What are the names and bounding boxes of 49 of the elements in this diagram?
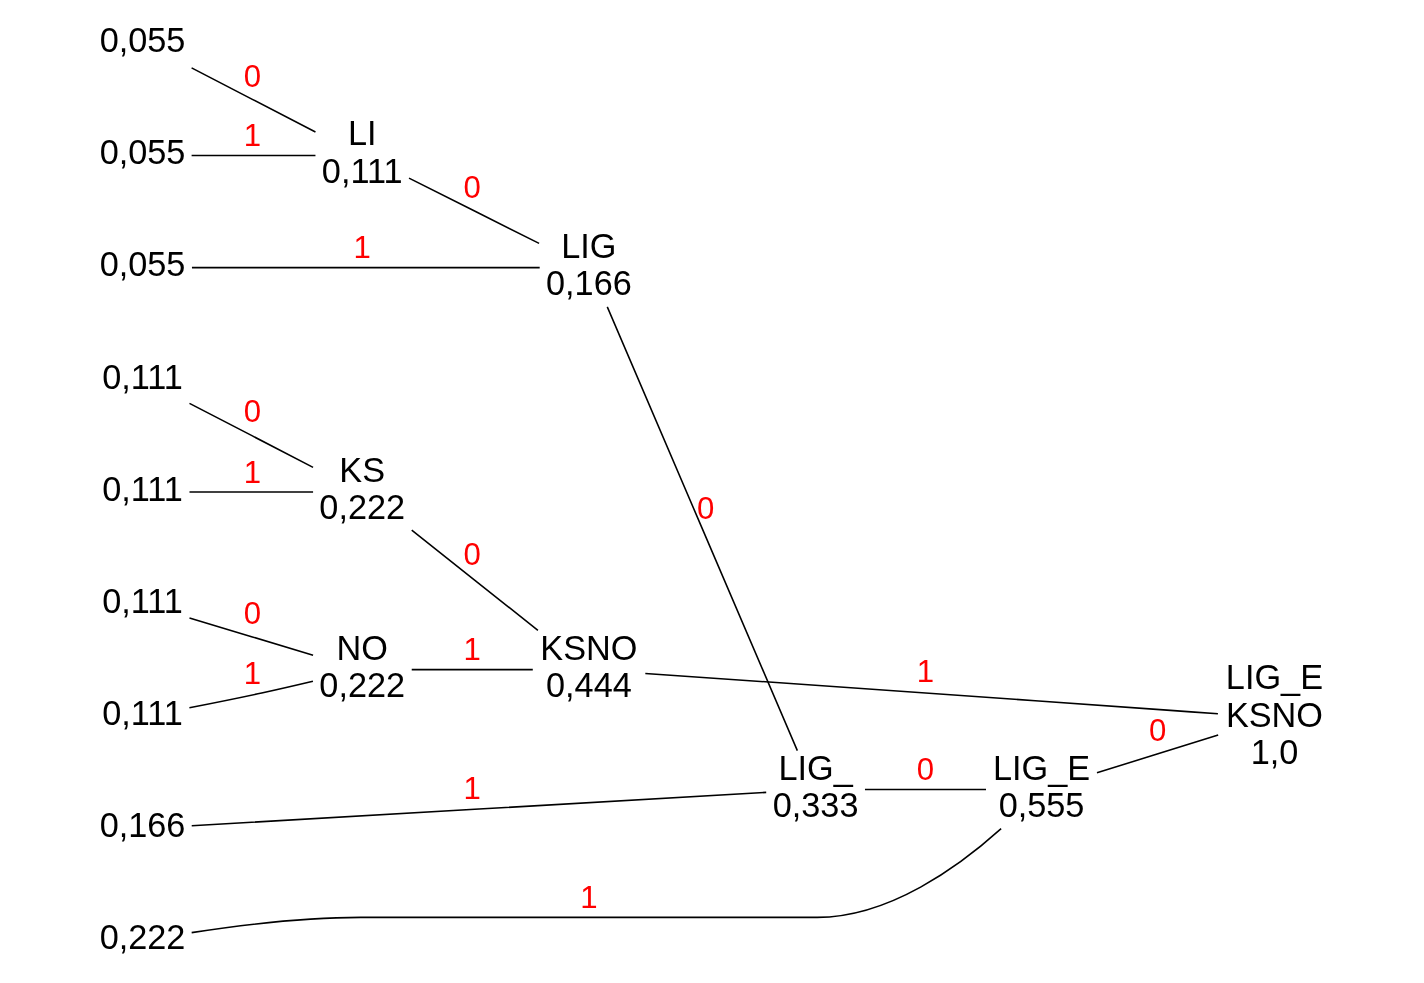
connector (190, 154, 317, 156)
connector (190, 66, 317, 133)
node-text: 0,111 (102, 581, 183, 620)
edge-label: 0 (243, 393, 262, 429)
node-text: LIG 0,166 (546, 226, 632, 302)
node-text: 0,111 (102, 469, 183, 508)
node-text: 0,166 (99, 805, 186, 844)
edge-label: 0 (463, 536, 481, 572)
connector (190, 827, 1002, 933)
node-text: LIG_ 0,333 (772, 748, 859, 824)
connector (410, 528, 539, 631)
edge-label: 1 (243, 117, 262, 153)
edge-label: 0 (243, 595, 262, 631)
edge-label: 0 (243, 58, 262, 94)
connector (644, 672, 1219, 715)
connector (188, 680, 314, 709)
node-text: 0,222 (99, 917, 186, 956)
edge-label: 0 (697, 489, 715, 525)
node-text: LIG_E 0,555 (992, 748, 1091, 824)
connector (190, 791, 767, 827)
node-text: 0,055 (99, 20, 186, 59)
node-text: NO 0,222 (319, 628, 406, 704)
node-text: KSNO 0,444 (540, 628, 638, 704)
connector (188, 616, 314, 656)
edge-label: 1 (243, 454, 262, 490)
node-text: 0,111 (102, 357, 183, 396)
node-text: 0,055 (99, 132, 186, 171)
connector (191, 266, 541, 268)
edge-label: 1 (243, 655, 262, 691)
node-text: LI 0,111 (321, 113, 403, 190)
node-text: LIG_E KSNO 1,0 (1225, 657, 1324, 771)
connector (410, 668, 534, 670)
node-text: 0,111 (102, 693, 183, 732)
node-text: 0,055 (99, 244, 186, 283)
connector (1096, 733, 1219, 774)
edge-label: 1 (353, 229, 371, 265)
edge-label: 0 (1148, 712, 1167, 748)
connector (188, 402, 314, 468)
edge-label: 1 (580, 879, 598, 915)
connector (864, 788, 987, 790)
edge-label: 1 (463, 770, 481, 806)
connector (188, 490, 314, 493)
connector (606, 305, 799, 751)
edge-label: 0 (916, 751, 935, 787)
edge-label: 1 (463, 631, 481, 667)
edge-label: 1 (916, 653, 935, 689)
connector (408, 176, 540, 244)
node-text: KS 0,222 (319, 450, 406, 526)
edge-label: 0 (463, 169, 481, 205)
